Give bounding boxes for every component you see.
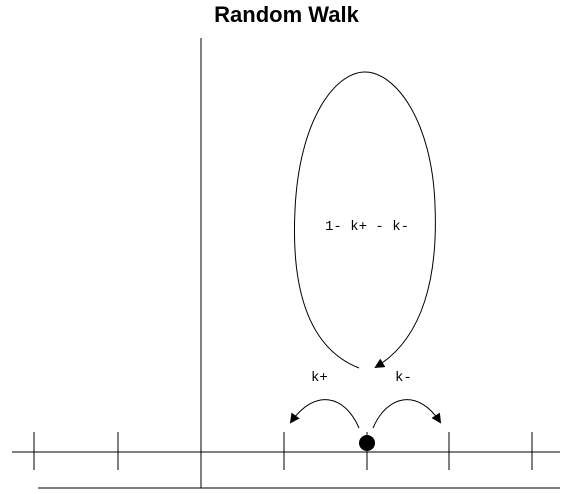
- walker-dot: [359, 435, 375, 451]
- self-loop-arrow: [293, 71, 436, 369]
- right-jump-arrow: [372, 399, 442, 429]
- diagram-title: Random Walk: [214, 2, 359, 27]
- right-rate-label: k-: [395, 370, 412, 386]
- self-loop-probability-label: 1- k+ - k-: [325, 219, 409, 235]
- left-jump-arrow: [289, 399, 360, 429]
- left-rate-label: k+: [311, 370, 328, 386]
